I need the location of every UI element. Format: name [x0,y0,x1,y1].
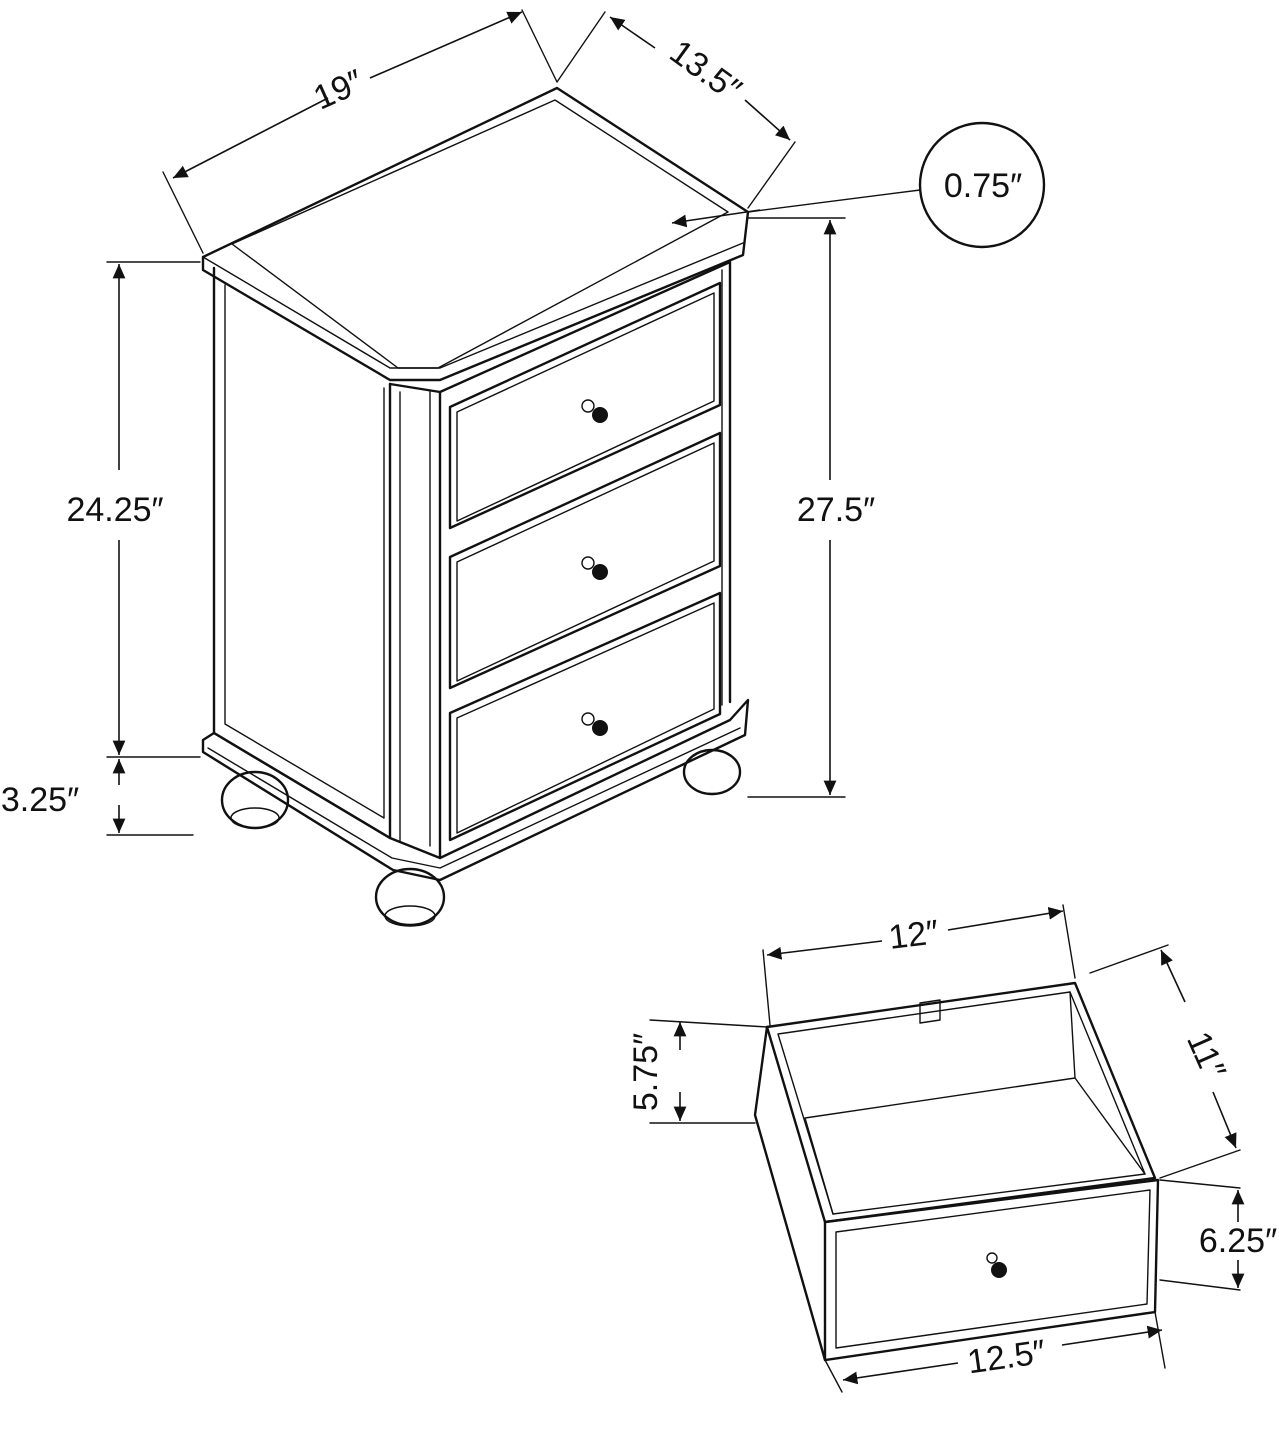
callout-circle [918,121,1046,249]
accent-chest [201,86,750,927]
drawer-front-height-label: 6.25″ [1199,1222,1277,1260]
drawer-front-width-label: 12.5″ [965,1333,1048,1382]
dimension-lines [106,9,1245,1393]
total-height-label: 27.5″ [797,491,875,529]
drawer [753,981,1160,1362]
drawer-knob-icon [991,1262,1007,1278]
bun-feet [220,748,742,927]
leg-height-label: 3.25″ [1,781,79,819]
drawer-knob-icon [581,399,608,736]
body-height-label: 24.25″ [66,491,163,529]
width-label: 19″ [308,62,369,117]
depth-label: 13.5″ [663,33,749,110]
drawer-width-label: 12″ [887,913,941,957]
drawer-depth-label: 11″ [1179,1026,1233,1085]
drawer-side-height-label: 5.75″ [627,1033,665,1111]
top-thickness-label: 0.75″ [944,167,1022,205]
